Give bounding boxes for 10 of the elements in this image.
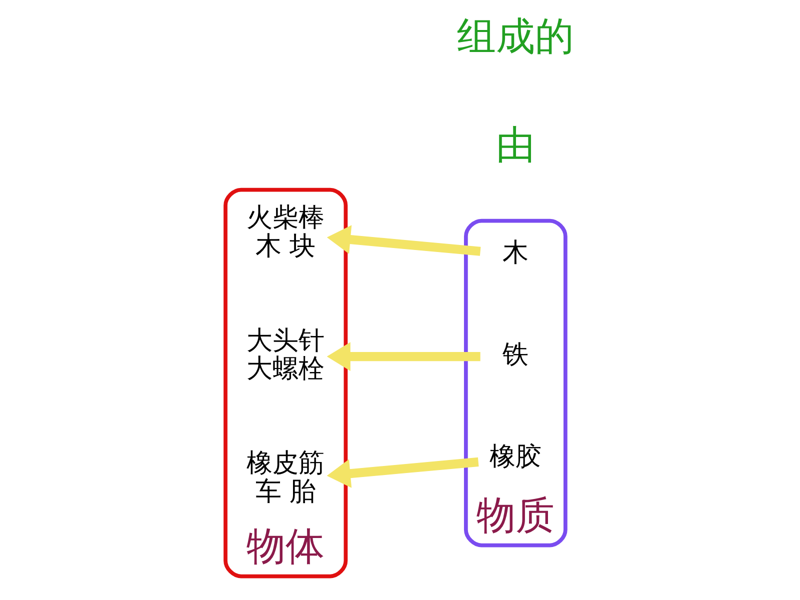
node-text: 橡皮筋 车 胎 — [246, 448, 325, 508]
node-text: 大头针 大螺栓 — [246, 326, 325, 384]
node-text: 木 — [502, 238, 529, 268]
node-text: 铁 — [502, 340, 529, 370]
node-text: 火柴棒 木 块 — [246, 203, 325, 262]
arrow — [326, 225, 481, 256]
arrow — [326, 342, 480, 371]
label: 由 — [496, 123, 536, 168]
label: 组成的 — [457, 14, 574, 60]
node-text: 橡胶 — [490, 442, 542, 472]
